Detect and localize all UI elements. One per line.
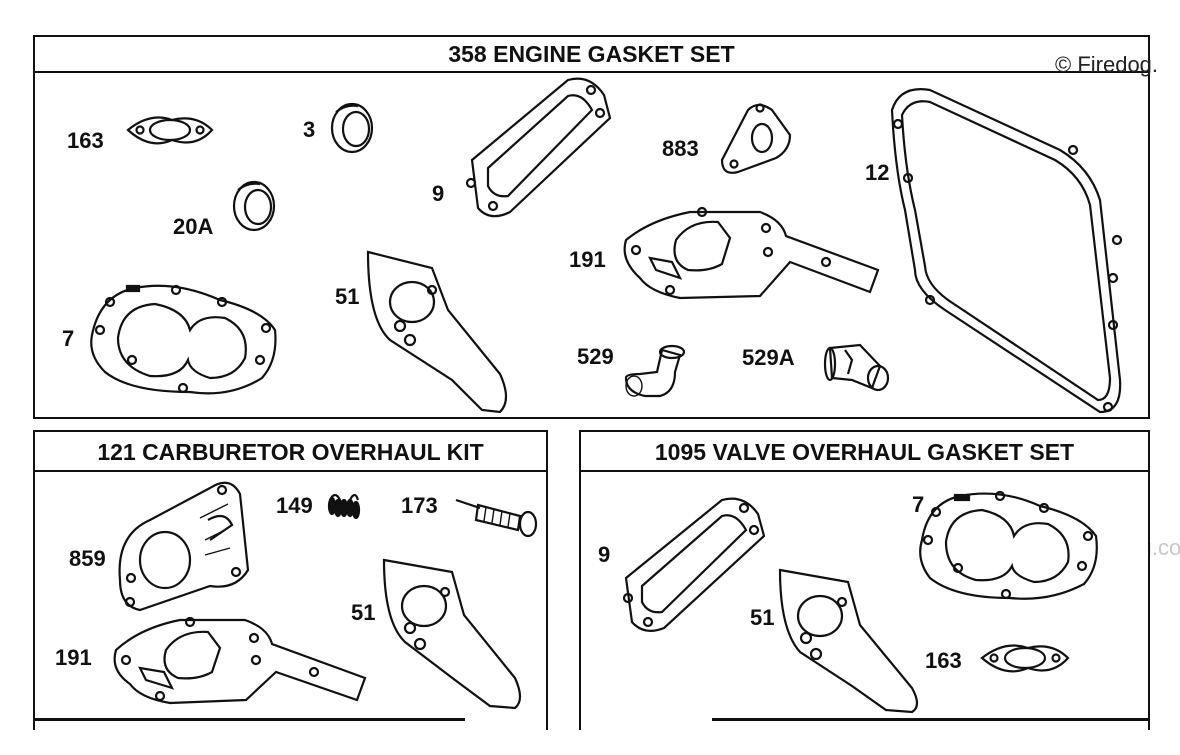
callout-7-valve: 7: [912, 492, 925, 517]
engine-panel-title: 358 ENGINE GASKET SET: [35, 37, 1148, 73]
valve-gasket-set-panel: 1095 VALVE OVERHAUL GASKET SET: [579, 430, 1150, 730]
part-51-gasket-carb-drawing: [382, 558, 522, 710]
part-163-gasket-drawing: [126, 116, 214, 145]
engine-gasket-set-panel: 358 ENGINE GASKET SET: [33, 35, 1150, 419]
callout-173: 173: [401, 493, 438, 518]
copyright-text: © Firedog.: [1055, 52, 1159, 77]
part-883-gasket-drawing: [720, 103, 792, 174]
callout-859: 859: [69, 546, 106, 571]
callout-163: 163: [67, 128, 104, 153]
carburetor-kit-panel: 121 CARBURETOR OVERHAUL KIT: [33, 430, 548, 730]
part-191-gasket-drawing: [623, 206, 880, 300]
bottom-rule-left: [33, 718, 465, 721]
callout-12: 12: [865, 160, 890, 185]
callout-20a: 20A: [173, 214, 214, 239]
part-149-spring-drawing: [327, 493, 361, 520]
callout-51-carb: 51: [351, 600, 376, 625]
callout-191-carb: 191: [55, 645, 92, 670]
part-51-gasket-drawing: [366, 250, 508, 414]
part-191-gasket-carb-drawing: [113, 616, 367, 705]
part-20a-oil-seal-drawing: [232, 180, 276, 232]
callout-51: 51: [335, 284, 360, 309]
callout-883: 883: [662, 136, 699, 161]
part-163-gasket-valve-drawing: [980, 644, 1070, 673]
part-9-gasket-valve-drawing: [622, 497, 766, 633]
callout-529a: 529A: [742, 345, 795, 370]
valve-panel-title: 1095 VALVE OVERHAUL GASKET SET: [581, 432, 1148, 472]
callout-9: 9: [432, 181, 445, 206]
part-12-gasket-drawing: [890, 88, 1123, 414]
callout-9-valve: 9: [598, 542, 611, 567]
part-529a-elbow-drawing: [823, 343, 890, 392]
part-173-needle-valve-drawing: [455, 498, 538, 538]
part-529-elbow-drawing: [624, 344, 686, 398]
carburetor-panel-title: 121 CARBURETOR OVERHAUL KIT: [35, 432, 546, 472]
part-9-gasket-drawing: [465, 77, 612, 218]
callout-191: 191: [569, 247, 606, 272]
part-7-head-gasket-drawing: [90, 284, 277, 395]
part-3-oil-seal-drawing: [330, 102, 374, 154]
callout-163-valve: 163: [925, 648, 962, 673]
callout-7: 7: [62, 326, 75, 351]
bottom-rule-right: [712, 718, 1150, 721]
callout-3: 3: [303, 117, 316, 142]
callout-51-valve: 51: [750, 605, 775, 630]
callout-529: 529: [577, 344, 614, 369]
part-859-gasket-drawing: [118, 481, 250, 612]
part-51-gasket-valve-drawing: [778, 568, 919, 714]
callout-149: 149: [276, 493, 313, 518]
part-7-head-gasket-valve-drawing: [919, 490, 1098, 600]
